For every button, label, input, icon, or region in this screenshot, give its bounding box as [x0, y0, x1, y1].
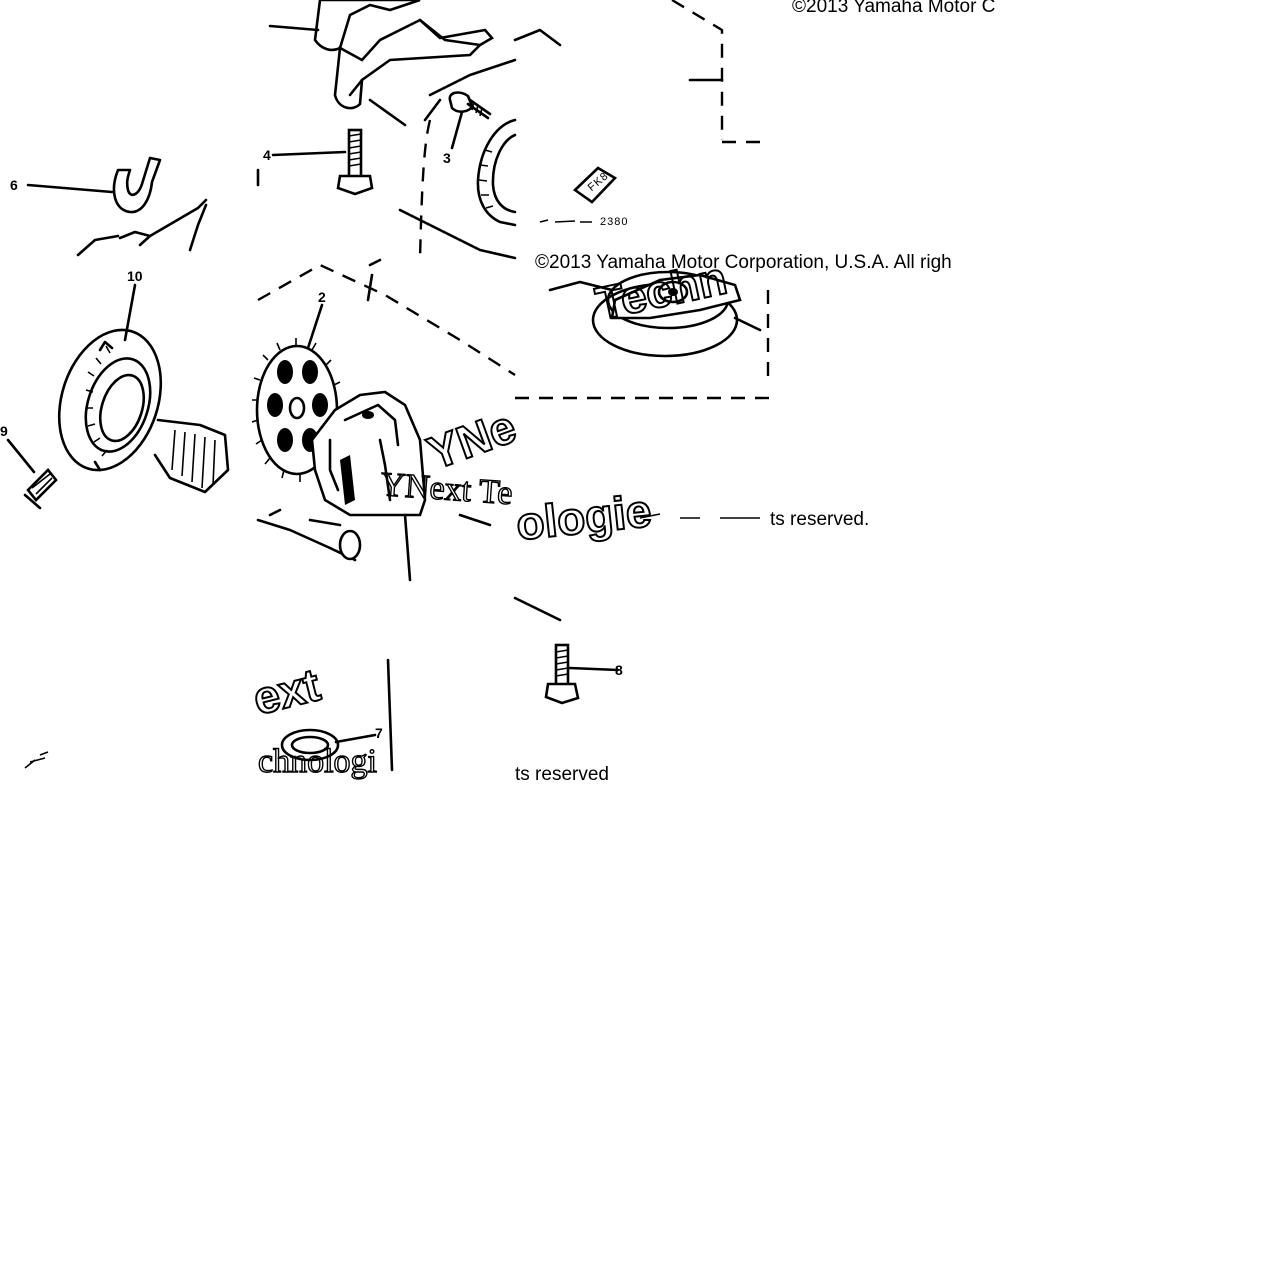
leader-9 [6, 438, 36, 474]
tile-mid-left: 10 9 [0, 268, 230, 510]
callout-6-label: 6 [10, 177, 18, 193]
pump-body [310, 390, 427, 517]
bolt-8 [544, 643, 580, 705]
tile-mid-right: ©2013 Yamaha Motor Corporation, U.S.A. A… [515, 250, 952, 400]
shaft-splined [153, 418, 230, 494]
callout-10-label: 10 [127, 268, 143, 284]
u-clip-part [112, 156, 162, 214]
leader-3 [450, 110, 464, 150]
part-number: 2380 [600, 216, 628, 228]
callout-2-label: 2 [318, 289, 326, 305]
pump-sprocket-2 [251, 338, 344, 482]
o-ring-7 [280, 728, 340, 762]
callout-4-label: 4 [263, 147, 271, 163]
tile-top-middle: 4 [256, 0, 495, 196]
leader-8 [568, 666, 620, 672]
copyright-bottom: ts reserved [515, 764, 609, 785]
gear-top-edge [476, 118, 517, 227]
bolt-4 [336, 128, 374, 196]
watermark-chnologi: chnologi [258, 743, 377, 780]
leader-6 [26, 183, 114, 194]
callout-7-label: 7 [375, 725, 383, 741]
shift-fork [268, 0, 495, 110]
housing-outline-left [76, 198, 208, 257]
tile-lower-right: 8 ts reserved [513, 596, 623, 785]
part-stamp-fk8: FK8 [572, 166, 618, 204]
bolt-3 [448, 91, 492, 120]
leader-2 [306, 303, 324, 350]
leader-4 [271, 150, 347, 157]
tile-top-center: 3 [398, 58, 517, 261]
copyright-reserved: ts reserved. [770, 509, 869, 530]
copyright-middle: ©2013 Yamaha Motor Corporation, U.S.A. A… [535, 252, 952, 273]
leader-7 [334, 733, 377, 744]
tile-bottom-left: ext 7 chnologi [24, 657, 394, 781]
pump-gear-10 [57, 328, 163, 472]
callout-3-label: 3 [443, 150, 451, 166]
watermark-ologie: ologie [514, 484, 654, 550]
pump-rotor-cover [548, 270, 762, 358]
callout-8-label: 8 [615, 662, 623, 678]
callout-9-label: 9 [0, 423, 8, 439]
tile-middle: 2 YNext Te YNe [251, 258, 524, 517]
watermark-vertical: YNe [421, 400, 523, 479]
leader-10 [123, 283, 137, 342]
plug-9 [23, 468, 58, 510]
watermark-ext: ext [248, 658, 325, 725]
copyright-top: ©2013 Yamaha Motor C [792, 0, 995, 17]
tile-top-right: FK8 2380 ©2013 Yamaha Motor C [513, 0, 995, 228]
tile-top-left: 6 [10, 156, 208, 257]
